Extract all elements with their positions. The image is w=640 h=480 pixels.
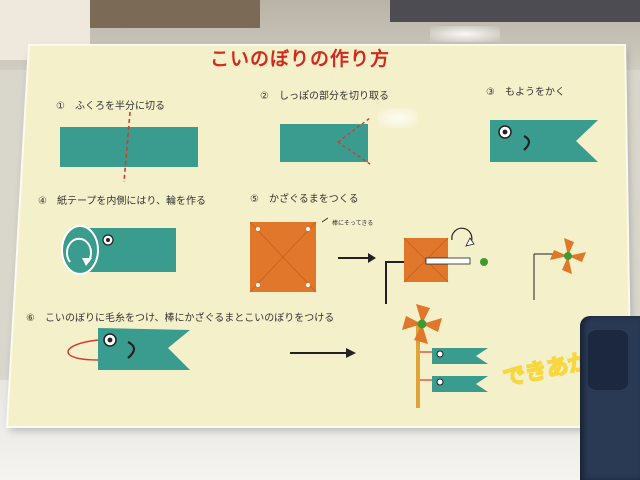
step6-carp-pupil [108,338,113,343]
step5-pin [480,258,488,266]
step5-pinwheel [550,238,586,274]
step6-yarn [68,340,98,360]
step6-koi-bottom-eye [437,379,443,385]
step5-dot-3 [256,283,260,287]
tape-dispenser-face [588,330,628,390]
step6-arrowhead [346,348,356,358]
step3-carp-pupil [503,130,508,135]
step5-dot-1 [256,227,260,231]
step6-koi-top-eye [437,351,443,357]
step5-note-pointer [322,218,328,222]
step5-arrowhead [368,253,376,263]
step5-stick [426,258,470,264]
step4-pupil [106,238,110,242]
step5-dot-4 [306,283,310,287]
step5-dot-2 [306,227,310,231]
step5-rotate-arrowhead [466,238,474,246]
step6-pole-pinwheel [402,304,442,344]
